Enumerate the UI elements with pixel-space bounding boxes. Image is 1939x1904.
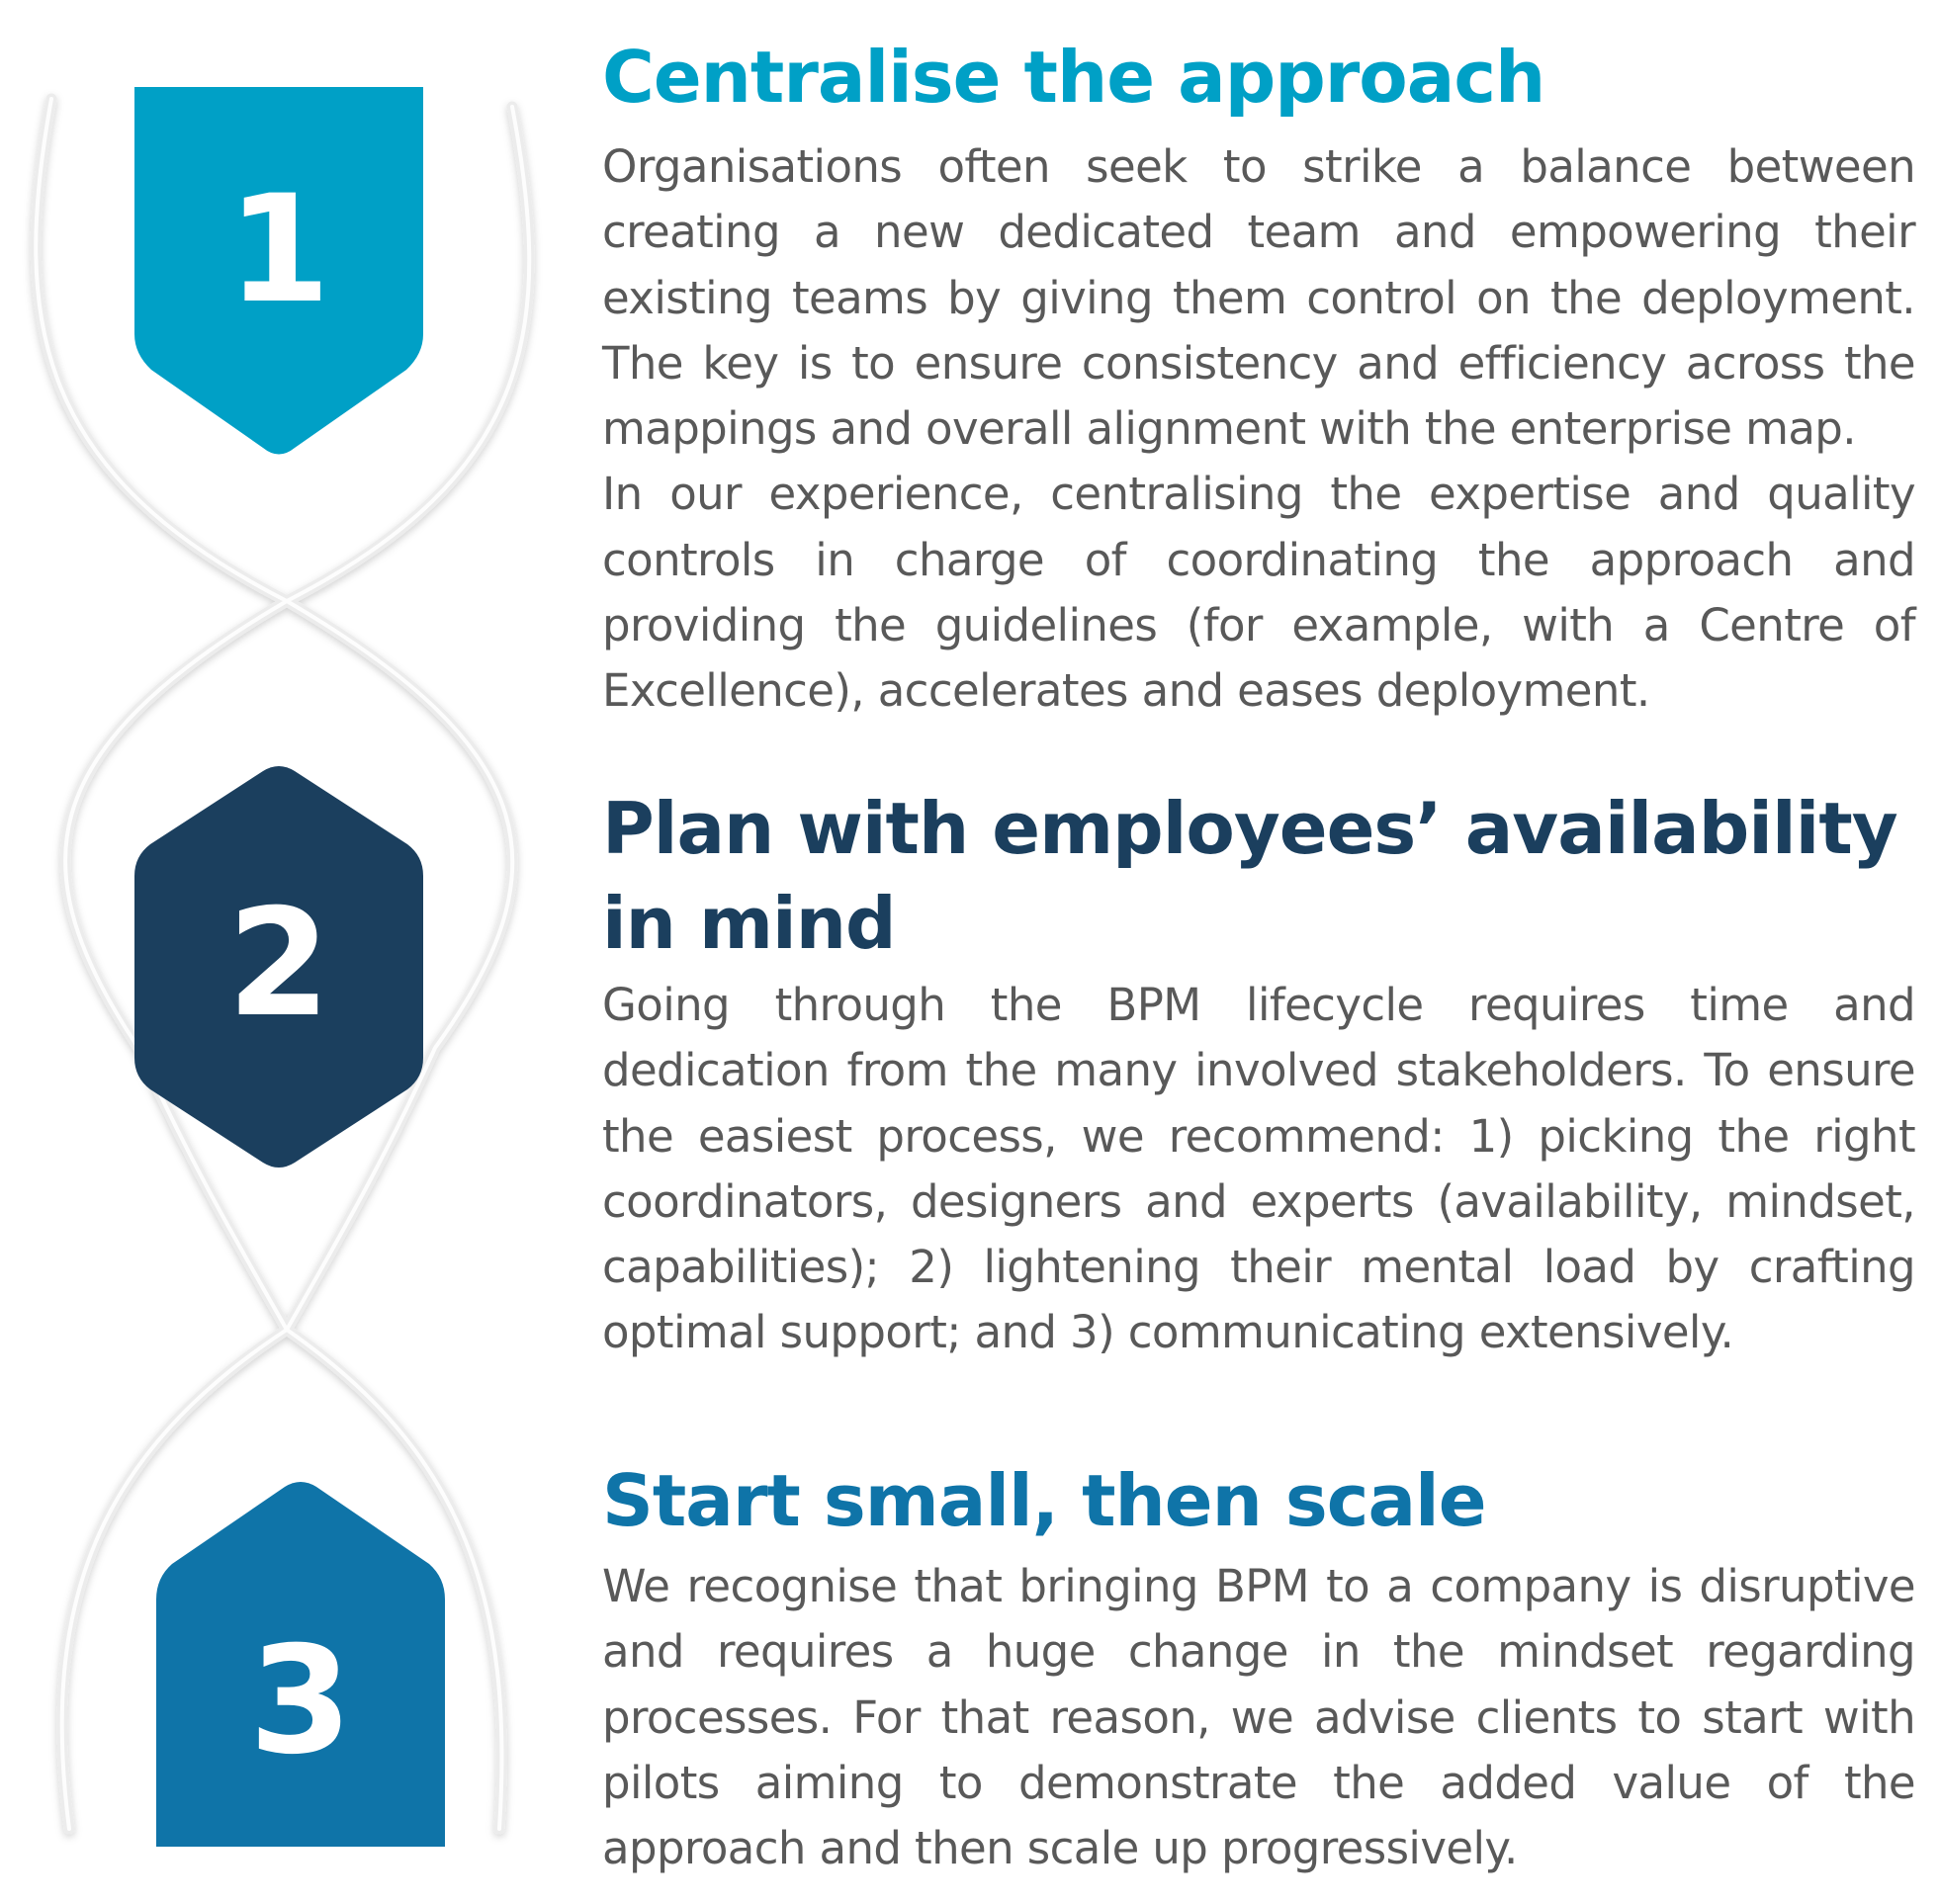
step-2-section: Plan with employees’ availability in min… bbox=[602, 781, 1916, 1366]
step-1-paragraph-2: In our experience, centralising the expe… bbox=[602, 468, 1916, 718]
pentagon-down-shape bbox=[134, 87, 423, 455]
step-2-paragraph-1: Going through the BPM lifecycle requires… bbox=[602, 979, 1916, 1359]
step-3-paragraph-1: We recognise that bringing BPM to a comp… bbox=[602, 1560, 1916, 1875]
step-3-title: Start small, then scale bbox=[602, 1459, 1487, 1542]
step-1-title: Centralise the approach bbox=[602, 36, 1545, 119]
step-1-section: Centralise the approach Organisations of… bbox=[602, 30, 1916, 725]
step-3-number: 3 bbox=[248, 1615, 353, 1787]
step-1-paragraph-1: Organisations often seek to strike a bal… bbox=[602, 140, 1916, 456]
step-2-title: Plan with employees’ availability in min… bbox=[602, 787, 1898, 965]
helix-ribbon-decoration bbox=[30, 93, 535, 1835]
step-1-number: 1 bbox=[226, 164, 331, 336]
pentagon-up-shape bbox=[156, 1482, 445, 1847]
step-3-badge: 3 bbox=[156, 1479, 445, 1847]
step-2-badge: 2 bbox=[134, 761, 423, 1172]
step-2-number: 2 bbox=[226, 878, 331, 1050]
step-3-section: Start small, then scale We recognise tha… bbox=[602, 1453, 1916, 1881]
step-1-badge: 1 bbox=[134, 87, 423, 457]
hexagon-shape bbox=[134, 766, 423, 1168]
